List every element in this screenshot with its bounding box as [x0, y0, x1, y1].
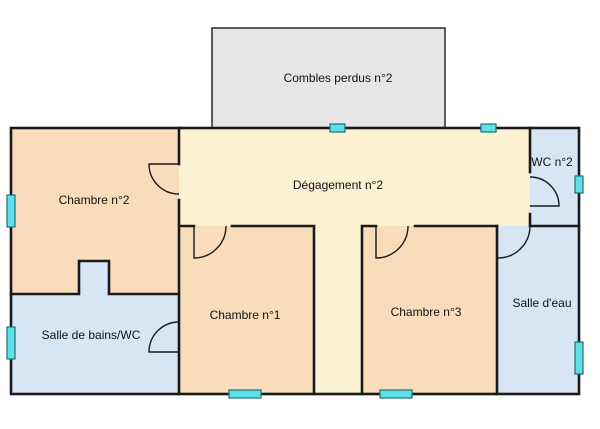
label-hallway: Dégagement n°2	[293, 178, 384, 192]
bedroom1-area	[179, 226, 314, 394]
windows	[6, 123, 584, 399]
bedroom1-top-wall	[230, 224, 316, 396]
window-bedroom2	[6, 194, 16, 228]
outer-wall	[9, 126, 581, 396]
hallway-area-stem	[314, 226, 362, 394]
label-attic: Combles perdus n°2	[284, 71, 393, 85]
label-wc: WC n°2	[531, 155, 573, 169]
bedroom3-walls	[360, 224, 378, 396]
bedroom3-area	[362, 226, 497, 394]
label-shower-room: Salle d'eau	[512, 296, 571, 310]
attic-area	[212, 28, 445, 128]
window-attic-left	[329, 123, 346, 133]
bathroom-top-wall	[9, 259, 181, 296]
room-fills	[11, 28, 579, 394]
window-wc	[574, 175, 584, 194]
label-bedroom1: Chambre n°1	[210, 308, 281, 322]
window-bedroom3	[379, 389, 413, 399]
wc-area	[530, 128, 579, 226]
label-bathroom: Salle de bains/WC	[42, 328, 141, 342]
bathroom-area	[11, 294, 179, 394]
label-bedroom2: Chambre n°2	[59, 193, 130, 207]
door-bedroom3	[375, 225, 409, 259]
door-wc	[529, 176, 560, 207]
walls	[9, 27, 581, 396]
door-bathroom	[148, 321, 180, 353]
door-bedroom2	[148, 163, 180, 195]
doors	[148, 163, 560, 353]
window-bedroom1	[228, 389, 262, 399]
bathroom-notch-area	[79, 261, 109, 294]
window-attic-right	[480, 123, 497, 133]
label-bedroom3: Chambre n°3	[391, 305, 462, 319]
room-labels: Combles perdus n°2 Dégagement n°2 Chambr…	[42, 71, 573, 342]
shower-room-area	[497, 226, 579, 394]
hallway-area-top	[179, 128, 530, 227]
door-shower-room	[497, 225, 531, 259]
door-bedroom1	[193, 225, 227, 259]
window-bathroom	[6, 326, 16, 360]
window-shower-room	[574, 341, 584, 375]
